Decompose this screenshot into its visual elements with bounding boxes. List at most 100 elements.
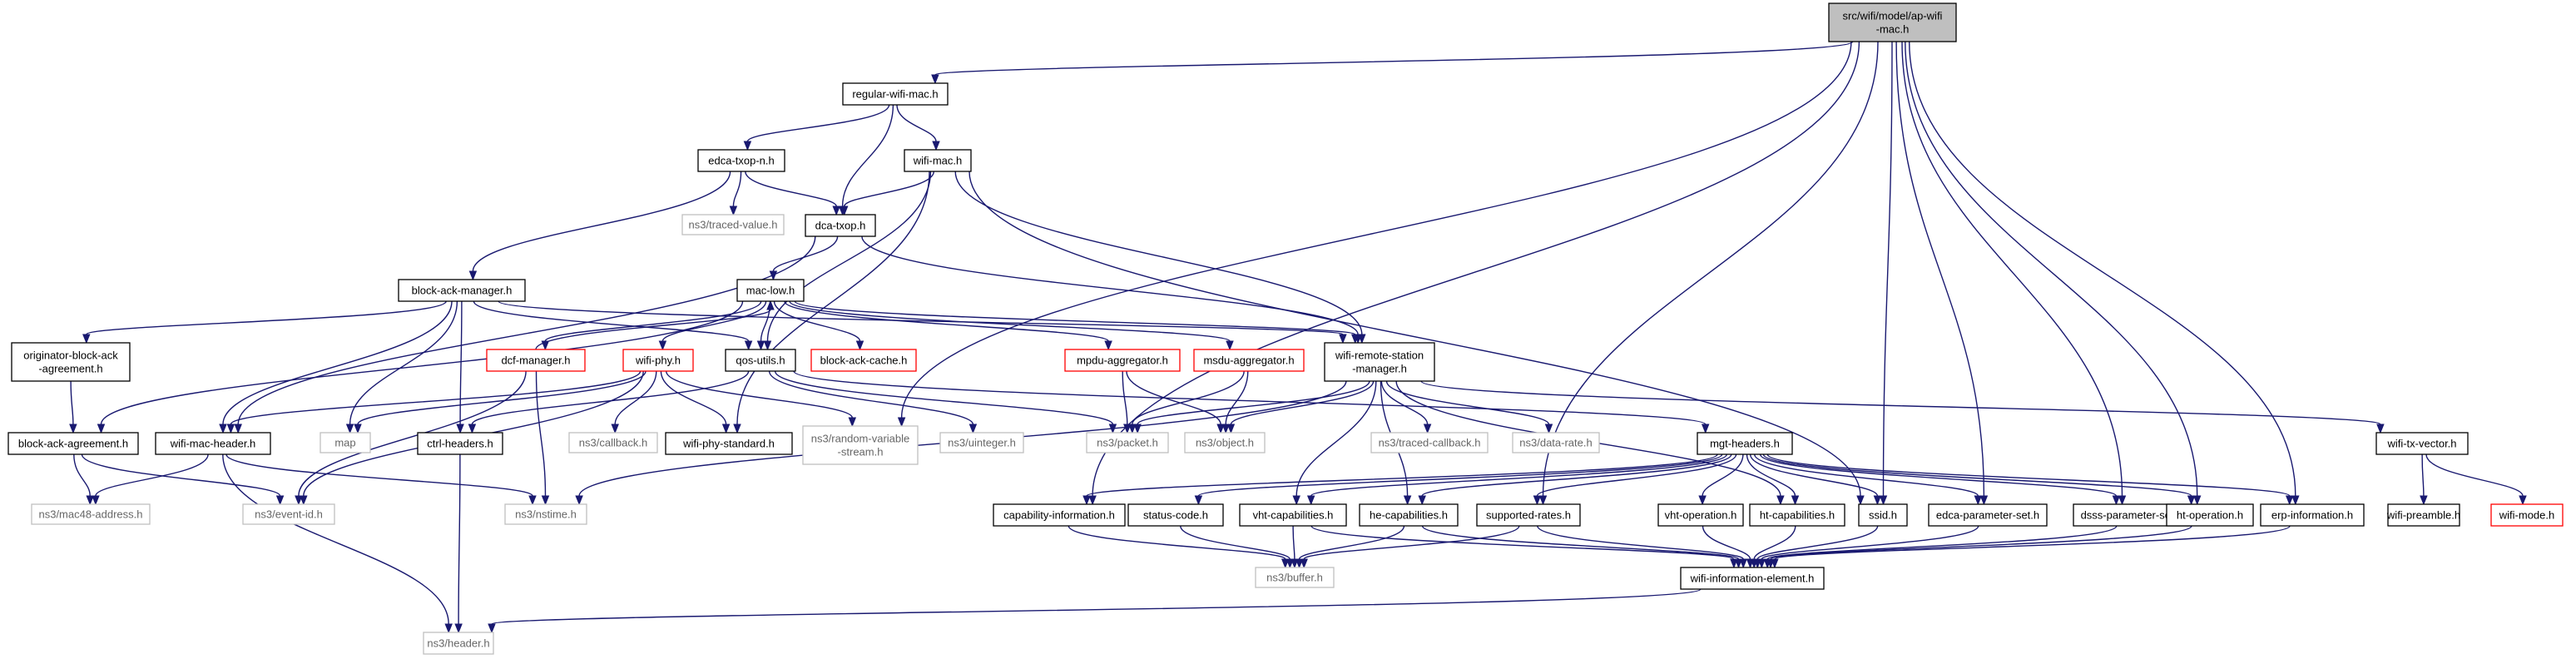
- node-rvs[interactable]: ns3/random-variable-stream.h: [802, 425, 919, 465]
- edge-line: [1909, 41, 2296, 497]
- node-erp[interactable]: erp-information.h: [2260, 503, 2365, 527]
- node-label: vht-operation.h: [1665, 509, 1737, 522]
- edge-dcfm-to-evid: [295, 370, 527, 506]
- edge-edcan-to-dca: [745, 171, 840, 216]
- node-htc[interactable]: ht-capabilities.h: [1749, 503, 1845, 527]
- node-hto[interactable]: ht-operation.h: [2166, 503, 2254, 527]
- node-rwm[interactable]: regular-wifi-mac.h: [842, 82, 949, 106]
- edge-line: [1901, 41, 2123, 497]
- edge-rwm-to-edcan: [743, 104, 890, 151]
- edge-arrowhead: [729, 206, 738, 216]
- edge-line: [1749, 453, 1879, 497]
- node-box: [11, 342, 131, 382]
- edge-arrowhead: [2519, 495, 2527, 506]
- edge-arrowhead: [454, 623, 463, 634]
- edge-arrowhead: [1533, 495, 1542, 506]
- edge-arrowhead: [82, 334, 91, 344]
- node-stc[interactable]: status-code.h: [1127, 503, 1224, 527]
- node-cbk[interactable]: ns3/callback.h: [568, 432, 658, 453]
- node-nstime[interactable]: ns3/nstime.h: [504, 503, 587, 525]
- node-baa[interactable]: block-ack-agreement.h: [7, 432, 139, 455]
- node-msdu[interactable]: msdu-aggregator.h: [1193, 349, 1305, 372]
- node-ctrl[interactable]: ctrl-headers.h: [417, 432, 503, 455]
- edge-wrsm-to-vhtc: [1292, 380, 1377, 506]
- edge-line: [1380, 380, 1429, 425]
- node-bam[interactable]: block-ack-manager.h: [398, 279, 526, 302]
- node-map[interactable]: map: [320, 432, 371, 453]
- edge-line: [2421, 453, 2425, 497]
- node-uint[interactable]: ns3/uinteger.h: [939, 432, 1024, 453]
- edge-line: [1421, 525, 1740, 560]
- node-box: [1086, 432, 1169, 453]
- edge-line: [793, 370, 1707, 425]
- edge-line: [934, 41, 1854, 76]
- node-mpdu[interactable]: mpdu-aggregator.h: [1064, 349, 1181, 372]
- node-box: [842, 82, 949, 106]
- node-evid[interactable]: ns3/event-id.h: [242, 503, 335, 525]
- node-buf[interactable]: ns3/buffer.h: [1255, 567, 1335, 588]
- node-tval[interactable]: ns3/traced-value.h: [681, 214, 785, 235]
- edge-arrowhead: [345, 424, 354, 434]
- node-vhto[interactable]: vht-operation.h: [1657, 503, 1744, 527]
- node-maclow[interactable]: mac-low.h: [736, 279, 805, 302]
- node-hdr[interactable]: ns3/header.h: [423, 632, 494, 655]
- node-oba[interactable]: originator-block-ack-agreement.h: [11, 342, 131, 382]
- node-wpre[interactable]: wifi-preamble.h: [2386, 503, 2460, 527]
- node-qos[interactable]: qos-utils.h: [725, 349, 796, 372]
- edge-arrowhead: [931, 74, 939, 85]
- edge-ap-to-ssid: [1879, 41, 1893, 506]
- node-mac48[interactable]: ns3/mac48-address.h: [31, 503, 151, 525]
- node-drate[interactable]: ns3/data-rate.h: [1512, 432, 1600, 453]
- node-edcan[interactable]: edca-txop-n.h: [697, 149, 785, 172]
- node-wrsm[interactable]: wifi-remote-station-manager.h: [1324, 342, 1435, 382]
- node-ap[interactable]: src/wifi/model/ap-wifi-mac.h: [1828, 2, 1957, 42]
- edge-arrowhead: [456, 424, 464, 434]
- node-wmode[interactable]: wifi-mode.h: [2490, 503, 2564, 527]
- edge-maclow-to-bac: [773, 300, 864, 351]
- node-dcfm[interactable]: dcf-manager.h: [486, 349, 586, 372]
- node-box: [904, 149, 972, 172]
- edge-line: [1770, 525, 2192, 560]
- node-label: wifi-phy.h: [635, 354, 681, 367]
- node-wie[interactable]: wifi-information-element.h: [1680, 567, 1825, 590]
- node-obj[interactable]: ns3/object.h: [1184, 432, 1266, 453]
- edge-arrowhead: [444, 623, 453, 634]
- node-box: [1858, 503, 1908, 527]
- edge-arrowhead: [1538, 495, 1548, 506]
- edge-wphy-to-wps: [660, 370, 731, 434]
- edge-arrowhead: [1873, 495, 1882, 506]
- node-pkt[interactable]: ns3/packet.h: [1086, 432, 1169, 453]
- node-ssid[interactable]: ssid.h: [1858, 503, 1908, 527]
- edge-line: [471, 370, 750, 425]
- node-supr[interactable]: supported-rates.h: [1476, 503, 1581, 527]
- edge-line: [459, 300, 463, 425]
- edge-line: [473, 300, 750, 342]
- node-box: [1928, 503, 2048, 527]
- edge-line: [73, 453, 91, 497]
- edge-ap-to-rvs: [897, 41, 1852, 428]
- node-wphy[interactable]: wifi-phy.h: [622, 349, 694, 372]
- node-wmac[interactable]: wifi-mac.h: [904, 149, 972, 172]
- node-wmh[interactable]: wifi-mac-header.h: [155, 432, 271, 455]
- edge-baa-to-mac48: [73, 453, 94, 506]
- node-wtv[interactable]: wifi-tx-vector.h: [2375, 432, 2469, 455]
- node-dca[interactable]: dca-txop.h: [805, 214, 876, 237]
- node-wps[interactable]: wifi-phy-standard.h: [665, 432, 793, 455]
- node-label: block-ack-agreement.h: [18, 438, 128, 450]
- edge-arrowhead: [541, 495, 550, 506]
- node-bac[interactable]: block-ack-cache.h: [810, 349, 917, 372]
- node-mgt[interactable]: mgt-headers.h: [1697, 432, 1793, 455]
- edge-line: [1126, 370, 1221, 425]
- edge-capi-to-buf: [1068, 525, 1290, 569]
- node-capi[interactable]: capability-information.h: [993, 503, 1126, 527]
- node-tcb[interactable]: ns3/traced-callback.h: [1370, 432, 1489, 453]
- node-hec[interactable]: he-capabilities.h: [1359, 503, 1459, 527]
- edge-mgt-to-edcap: [1754, 453, 1983, 506]
- node-edcap[interactable]: edca-parameter-set.h: [1928, 503, 2048, 527]
- edge-mgt-to-dsss: [1759, 453, 2121, 506]
- node-box: [2260, 503, 2365, 527]
- edge-arrowhead: [1226, 340, 1234, 351]
- node-label: ns3/uinteger.h: [948, 437, 1016, 449]
- edge-arrowhead: [69, 424, 77, 434]
- node-vhtc[interactable]: vht-capabilities.h: [1239, 503, 1347, 527]
